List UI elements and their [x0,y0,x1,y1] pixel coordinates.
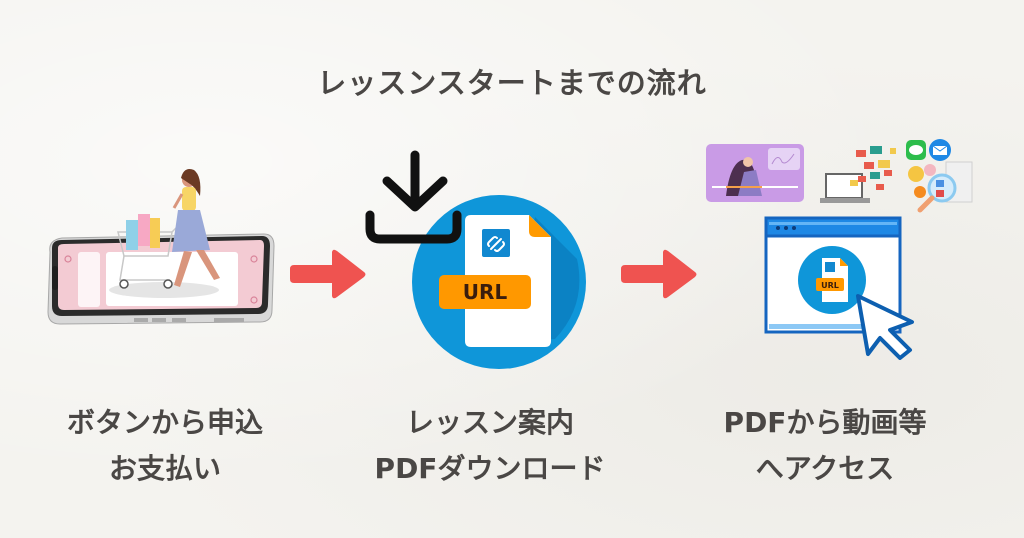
arrow-right-2 [621,249,697,299]
download-icon [365,150,462,244]
page-title: レッスンスタートまでの流れ [317,66,707,100]
video-player-icon [706,144,804,202]
mouse-cursor-icon [856,294,914,360]
step-2-caption-line1: レッスン案内 [405,406,574,439]
step-3-caption-line1: PDFから動画等 [723,406,927,439]
browser-access-icon: URL [764,216,914,360]
sns-search-icon [906,139,973,213]
step-3-caption-line2: へアクセス [755,452,895,485]
phone-shopping-icon [47,169,275,325]
laptop-email-icon [820,146,896,203]
arrow-right-1 [290,249,366,299]
video-lesson-thumbnail [706,144,804,202]
step-1-caption-line2: お支払い [108,452,221,485]
url-badge-label: URL [463,280,508,304]
url-badge-label-small: URL [821,281,839,290]
url-badge [439,275,531,309]
step-1-caption: ボタンから申込 お支払い [15,400,315,492]
step-2-illustration: URL [355,145,595,375]
sns-search-illustration [904,138,976,214]
step-3-illustration: URL [764,216,924,360]
step-1-caption-line1: ボタンから申込 [66,406,263,439]
laptop-mail-illustration [820,140,904,206]
step-1-illustration [44,160,280,330]
step-2-caption-line2: PDFダウンロード [374,452,606,485]
step-3-caption: PDFから動画等 へアクセス [675,400,975,492]
download-url-document-icon: URL [365,150,586,369]
step-2-caption: レッスン案内 PDFダウンロード [340,400,640,492]
